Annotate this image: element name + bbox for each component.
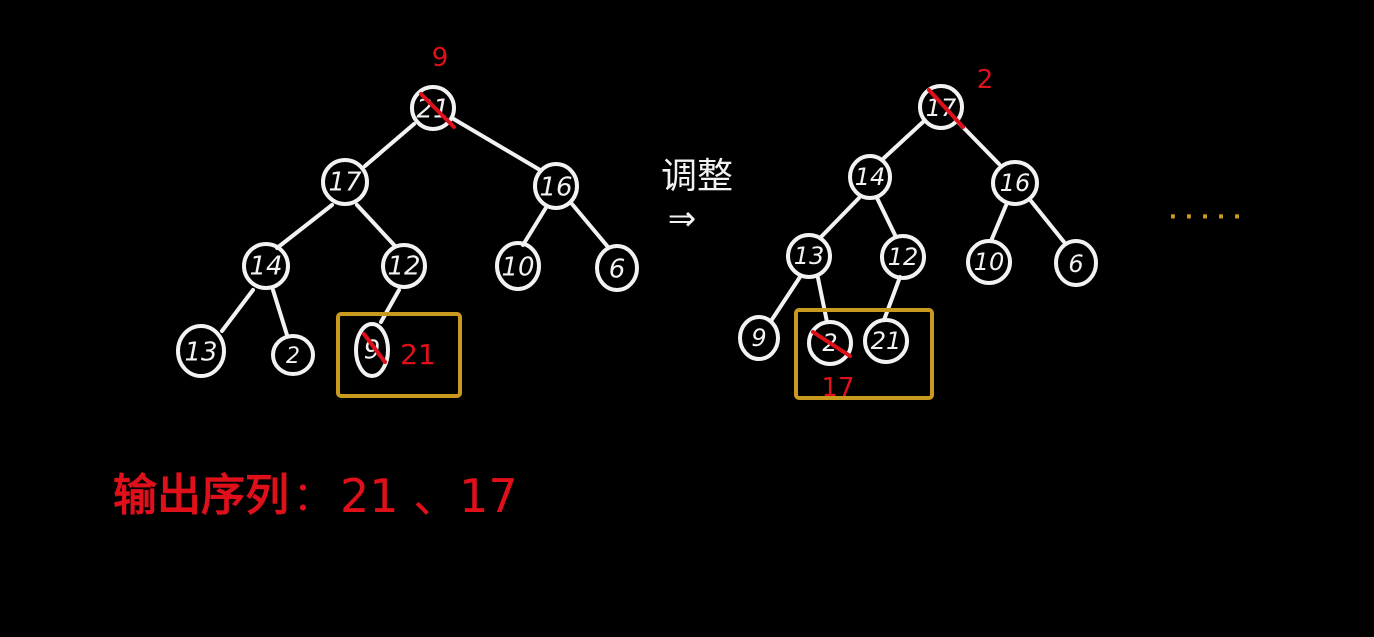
- edge: [818, 196, 861, 240]
- heap-tree-after: [738, 84, 1098, 366]
- tree1-labels: 21 17 16 14 12 10 6 13 2 9: [184, 95, 625, 370]
- node-label: 9: [364, 336, 381, 366]
- output-sequence: 输出序列 ： 21 、17: [113, 469, 518, 523]
- node-label: 17: [328, 168, 362, 198]
- node-label: 16: [539, 173, 572, 203]
- tree1-node: [533, 162, 579, 210]
- tree1-node: [176, 324, 226, 378]
- root-replacement-label: 9: [432, 43, 449, 73]
- tree2-node: [1054, 239, 1098, 287]
- tree2-node: [738, 315, 780, 361]
- edge: [816, 276, 829, 324]
- tree1-node: [271, 334, 315, 376]
- tree2-node: [807, 320, 853, 366]
- strike-mark: [419, 92, 456, 129]
- edge: [570, 202, 610, 249]
- node-label: 12: [888, 243, 919, 271]
- highlight-box: [794, 308, 934, 400]
- output-values: 21 、17: [340, 469, 518, 523]
- node-label: 9: [751, 324, 766, 352]
- tree1-node: [242, 242, 290, 290]
- tree2-labels: 17 14 16 13 12 10 6 9 2 21: [751, 94, 1083, 357]
- adjust-label: 调整: [661, 156, 733, 197]
- tree2-node: [848, 154, 892, 200]
- node-label: 2: [286, 344, 300, 369]
- output-label: 输出序列: [113, 470, 289, 521]
- tree2-node: [786, 233, 832, 279]
- edge: [989, 201, 1009, 243]
- edge: [271, 288, 289, 337]
- tree2-node: [966, 239, 1012, 285]
- heap-tree-before: [176, 85, 639, 378]
- edge: [355, 203, 397, 248]
- edge: [956, 120, 1001, 166]
- root-replacement-label: 2: [977, 65, 994, 95]
- tree1-node: [354, 322, 390, 378]
- node-label: 13: [184, 338, 217, 368]
- node-label: 10: [974, 248, 1005, 276]
- arrow-icon: ⇒: [668, 199, 697, 239]
- edge: [220, 288, 255, 333]
- output-separator: ：: [293, 474, 333, 520]
- tree2-node-root: [918, 84, 964, 130]
- edge: [275, 203, 334, 250]
- edge: [769, 275, 802, 323]
- node-label: 6: [609, 255, 626, 285]
- tree1-node-root: [410, 85, 456, 131]
- tree1-annotations: 9 21: [362, 43, 456, 371]
- tree2-node: [880, 234, 926, 280]
- edge: [882, 275, 902, 322]
- tree1-node: [321, 158, 369, 206]
- swapped-value-label: 21: [400, 338, 436, 371]
- tree1-node: [595, 244, 639, 292]
- edge: [1029, 199, 1066, 244]
- node-label: 14: [855, 163, 886, 191]
- node-label: 6: [1068, 250, 1083, 278]
- strike-mark: [811, 330, 852, 358]
- tree1-node: [381, 243, 427, 289]
- edge: [379, 288, 401, 324]
- edge: [882, 120, 925, 160]
- tree2-node: [863, 318, 909, 364]
- tree2-node: [991, 160, 1039, 206]
- edge: [450, 116, 542, 172]
- node-label: 13: [794, 242, 825, 270]
- strike-mark: [362, 332, 387, 364]
- ellipsis-mark: · · · · ·: [1169, 205, 1241, 230]
- edge: [363, 122, 416, 168]
- highlight-box: [336, 312, 462, 398]
- strike-mark: [927, 88, 965, 129]
- node-label: 10: [501, 253, 534, 283]
- edge: [521, 204, 549, 247]
- node-label: 21: [871, 327, 902, 355]
- node-label: 14: [249, 252, 282, 282]
- edge: [875, 196, 898, 239]
- node-label: 16: [1000, 169, 1031, 197]
- tree1-node: [495, 241, 541, 291]
- node-label: 12: [387, 252, 420, 282]
